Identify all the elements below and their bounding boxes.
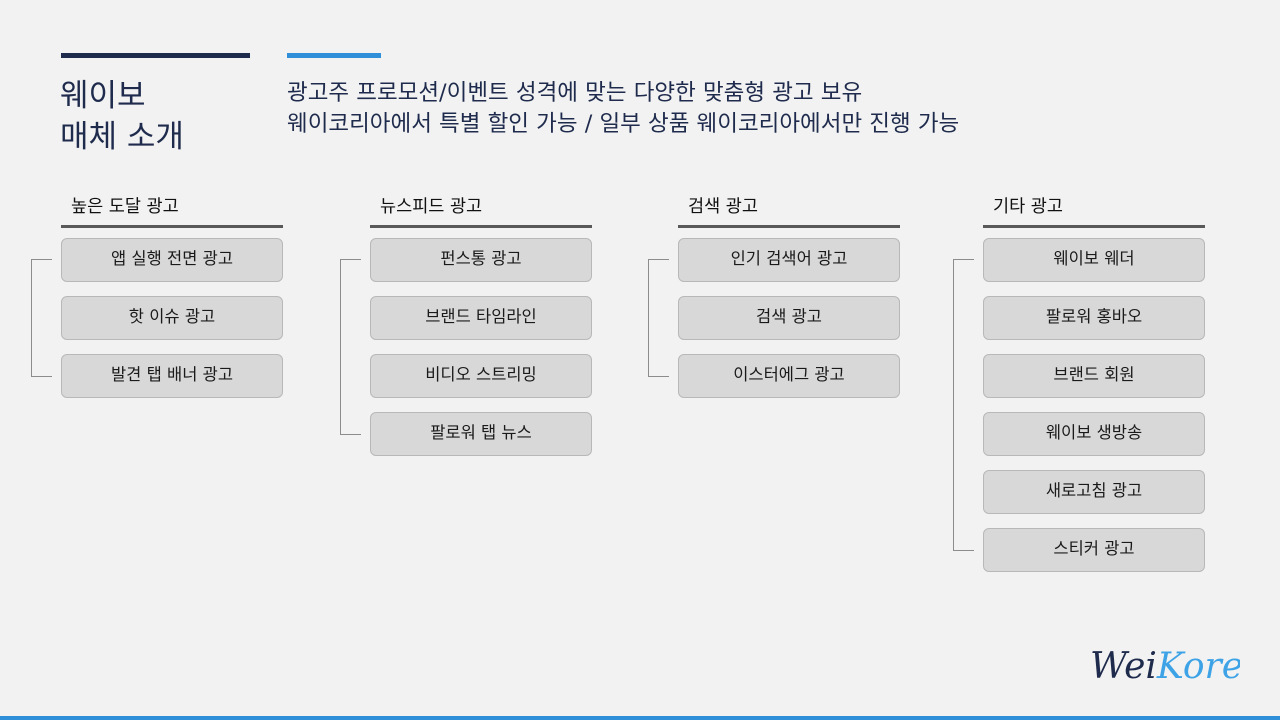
ad-item[interactable]: 스티커 광고 xyxy=(983,528,1205,572)
group-bracket xyxy=(648,259,669,377)
column-item-list: 펀스통 광고 브랜드 타임라인 비디오 스트리밍 팔로워 탭 뉴스 xyxy=(340,238,592,456)
group-bracket xyxy=(953,259,974,551)
page-title-line2: 매체 소개 xyxy=(60,119,184,155)
column-item-list: 인기 검색어 광고 검색 광고 이스터에그 광고 xyxy=(648,238,900,398)
ad-item[interactable]: 펀스통 광고 xyxy=(370,238,592,282)
ad-item[interactable]: 비디오 스트리밍 xyxy=(370,354,592,398)
column-high-reach: 높은 도달 광고 앱 실행 전면 광고 핫 이슈 광고 발견 탭 배너 광고 xyxy=(31,192,283,412)
page-title: 웨이보 매체 소개 xyxy=(60,76,184,158)
column-item-list: 웨이보 웨더 팔로워 홍바오 브랜드 회원 웨이보 생방송 새로고침 광고 스티… xyxy=(953,238,1205,572)
column-other: 기타 광고 웨이보 웨더 팔로워 홍바오 브랜드 회원 웨이보 생방송 새로고침… xyxy=(953,192,1205,586)
column-search: 검색 광고 인기 검색어 광고 검색 광고 이스터에그 광고 xyxy=(648,192,900,412)
ad-item[interactable]: 앱 실행 전면 광고 xyxy=(61,238,283,282)
weikorea-logo: WeiKorea xyxy=(1090,646,1240,687)
ad-item[interactable]: 브랜드 타임라인 xyxy=(370,296,592,340)
svg-text:WeiKorea: WeiKorea xyxy=(1090,646,1240,687)
footer-accent-line xyxy=(0,716,1280,720)
title-accent-bar-dark xyxy=(61,53,250,58)
ad-item[interactable]: 웨이보 웨더 xyxy=(983,238,1205,282)
column-heading: 뉴스피드 광고 xyxy=(370,192,592,228)
ad-item[interactable]: 핫 이슈 광고 xyxy=(61,296,283,340)
column-heading: 검색 광고 xyxy=(678,192,900,228)
ad-item[interactable]: 팔로워 홍바오 xyxy=(983,296,1205,340)
ad-item[interactable]: 발견 탭 배너 광고 xyxy=(61,354,283,398)
ad-item[interactable]: 브랜드 회원 xyxy=(983,354,1205,398)
column-newsfeed: 뉴스피드 광고 펀스통 광고 브랜드 타임라인 비디오 스트리밍 팔로워 탭 뉴… xyxy=(340,192,592,470)
group-bracket xyxy=(31,259,52,377)
page-subtitle-line2: 웨이코리아에서 특별 할인 가능 / 일부 상품 웨이코리아에서만 진행 가능 xyxy=(287,111,960,137)
subtitle-accent-bar-blue xyxy=(287,53,381,58)
group-bracket xyxy=(340,259,361,435)
ad-item[interactable]: 인기 검색어 광고 xyxy=(678,238,900,282)
ad-item[interactable]: 이스터에그 광고 xyxy=(678,354,900,398)
ad-item[interactable]: 팔로워 탭 뉴스 xyxy=(370,412,592,456)
page-subtitle-line1: 광고주 프로모션/이벤트 성격에 맞는 다양한 맞춤형 광고 보유 xyxy=(287,80,863,106)
column-item-list: 앱 실행 전면 광고 핫 이슈 광고 발견 탭 배너 광고 xyxy=(31,238,283,398)
column-heading: 기타 광고 xyxy=(983,192,1205,228)
logo-text-korea: Korea xyxy=(1156,646,1240,687)
ad-item[interactable]: 검색 광고 xyxy=(678,296,900,340)
page-title-line1: 웨이보 xyxy=(60,78,146,114)
ad-item[interactable]: 새로고침 광고 xyxy=(983,470,1205,514)
ad-item[interactable]: 웨이보 생방송 xyxy=(983,412,1205,456)
page-subtitle: 광고주 프로모션/이벤트 성격에 맞는 다양한 맞춤형 광고 보유 웨이코리아에… xyxy=(287,78,959,140)
column-heading: 높은 도달 광고 xyxy=(61,192,283,228)
logo-text-wei: Wei xyxy=(1090,646,1157,687)
